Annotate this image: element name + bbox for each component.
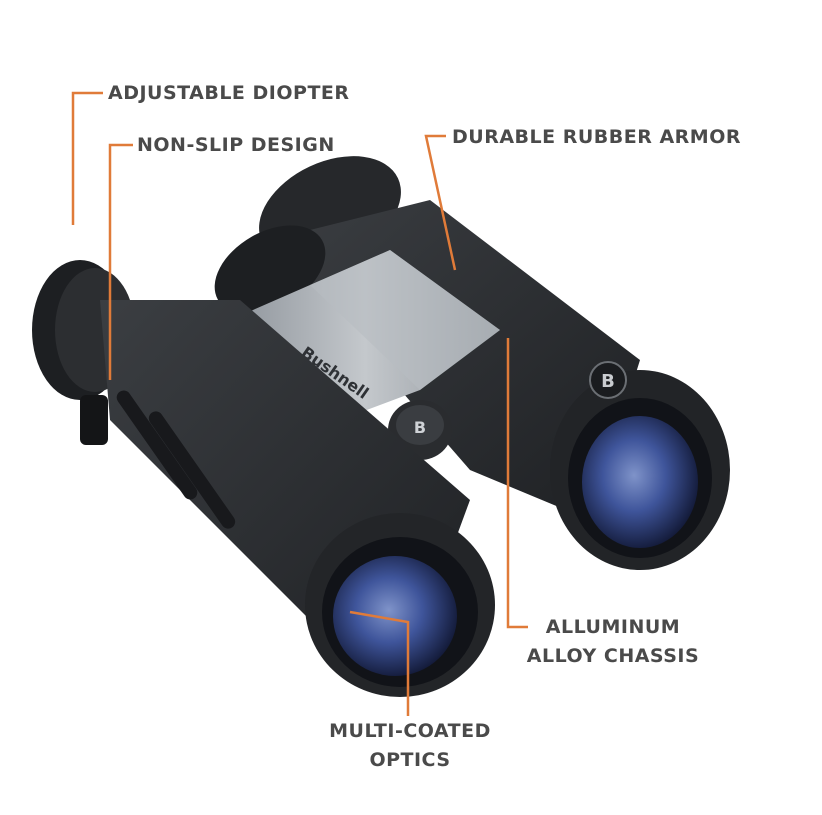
callout-non-slip-design: NON-SLIP DESIGN bbox=[137, 134, 335, 156]
brand-badge-letter: B bbox=[601, 371, 615, 392]
callout-leaders bbox=[71, 91, 528, 716]
callout-optics-line1: MULTI-COATED bbox=[329, 720, 491, 742]
callout-adjustable-diopter: ADJUSTABLE DIOPTER bbox=[108, 82, 350, 104]
leader-diopter bbox=[71, 91, 103, 225]
brand-badge bbox=[589, 361, 627, 399]
callout-multi-coated-optics: MULTI-COATED OPTICS bbox=[315, 717, 505, 775]
leader-nonslip bbox=[108, 143, 133, 380]
callout-chassis-line1: ALLUMINUM bbox=[545, 616, 681, 638]
callout-chassis-line2: ALLOY CHASSIS bbox=[526, 645, 700, 667]
callout-durable-rubber-armor: DURABLE RUBBER ARMOR bbox=[452, 126, 741, 148]
left-barrel bbox=[80, 300, 495, 697]
callout-optics-line2: OPTICS bbox=[369, 749, 451, 771]
leader-optics bbox=[349, 610, 410, 716]
leader-armor bbox=[424, 134, 457, 271]
right-objective-lens bbox=[582, 416, 698, 548]
callout-alluminum-alloy-chassis: ALLUMINUM ALLOY CHASSIS bbox=[518, 613, 708, 671]
left-objective-lens bbox=[333, 556, 457, 676]
leader-chassis bbox=[506, 338, 528, 629]
svg-text:B: B bbox=[414, 418, 426, 437]
